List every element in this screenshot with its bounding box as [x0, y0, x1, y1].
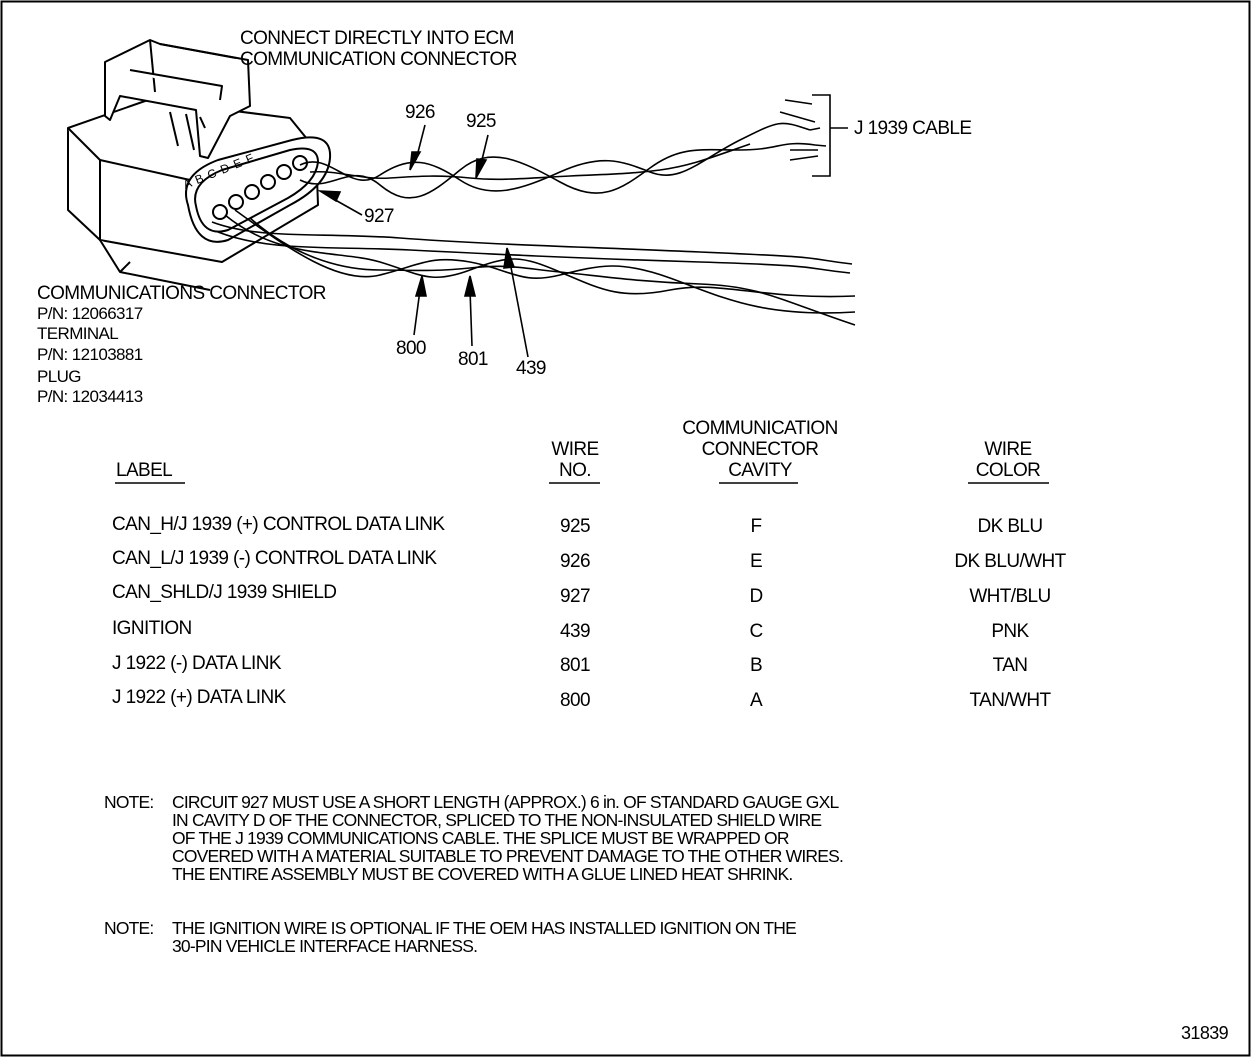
connector-illustration [67, 39, 332, 291]
cable-bracket [812, 94, 848, 177]
row-wire: 800 [560, 690, 591, 711]
header-cavity-line: CAVITY [728, 460, 792, 481]
connector-info-line: P/N: 12066317 [37, 304, 143, 323]
j1922-wires [211, 209, 856, 326]
row-label: CAN_H/J 1939 (+) CONTROL DATA LINK [112, 514, 445, 535]
note-line: THE ENTIRE ASSEMBLY MUST BE COVERED WITH… [172, 864, 793, 884]
callout-927: 927 [364, 206, 395, 227]
row-color: DK BLU/WHT [954, 551, 1066, 572]
callout-439: 439 [516, 358, 547, 379]
row-cavity: F [750, 516, 762, 537]
connector-info-line: P/N: 12034413 [37, 387, 143, 406]
connector-info-line: P/N: 12103881 [37, 345, 143, 364]
row-wire: 439 [560, 621, 591, 642]
header-line-1: CONNECT DIRECTLY INTO ECM [240, 28, 515, 49]
row-color: PNK [991, 621, 1029, 642]
note-line: CIRCUIT 927 MUST USE A SHORT LENGTH (APP… [172, 792, 839, 812]
header-label: LABEL [116, 460, 173, 481]
note-line: THE IGNITION WIRE IS OPTIONAL IF THE OEM… [172, 918, 797, 938]
header-color-line: COLOR [975, 460, 1041, 481]
note-label: NOTE: [104, 918, 154, 938]
row-color: DK BLU [977, 516, 1043, 537]
header-cavity-line: CONNECTOR [701, 439, 819, 460]
header-color-line: WIRE [984, 439, 1032, 460]
callout-801: 801 [458, 349, 489, 370]
row-cavity: C [749, 621, 763, 642]
row-wire: 801 [560, 655, 591, 676]
row-label: J 1922 (-) DATA LINK [112, 653, 282, 674]
figure-number: 31839 [1181, 1023, 1229, 1043]
header-line-2: COMMUNICATION CONNECTOR [240, 49, 517, 70]
row-wire: 927 [560, 586, 591, 607]
note-label: NOTE: [104, 792, 154, 812]
row-cavity: E [749, 551, 763, 572]
note-line: 30-PIN VEHICLE INTERFACE HARNESS. [172, 936, 478, 956]
row-cavity: D [749, 586, 763, 607]
row-cavity: B [749, 655, 763, 676]
header-wire-no-line: NO. [559, 460, 592, 481]
callout-arrows [316, 124, 529, 358]
connector-info-line: PLUG [37, 367, 82, 386]
row-label: CAN_L/J 1939 (-) CONTROL DATA LINK [112, 548, 437, 569]
note-line: OF THE J 1939 COMMUNICATIONS CABLE. THE … [172, 828, 790, 848]
row-wire: 925 [560, 516, 591, 537]
callout-925: 925 [466, 111, 497, 132]
connector-info-line: COMMUNICATIONS CONNECTOR [37, 283, 327, 304]
row-color: TAN/WHT [969, 690, 1052, 711]
header-cavity-line: COMMUNICATION [682, 418, 838, 439]
cable-label: J 1939 CABLE [854, 118, 972, 139]
header-wire-no-line: WIRE [551, 439, 599, 460]
note-line: IN CAVITY D OF THE CONNECTOR, SPLICED TO… [172, 810, 822, 830]
row-label: CAN_SHLD/J 1939 SHIELD [112, 582, 337, 603]
row-label: J 1922 (+) DATA LINK [112, 687, 286, 708]
callout-926: 926 [405, 102, 436, 123]
row-color: TAN [992, 655, 1028, 676]
row-wire: 926 [560, 551, 591, 572]
note-line: COVERED WITH A MATERIAL SUITABLE TO PREV… [172, 846, 844, 866]
row-label: IGNITION [112, 618, 192, 639]
row-cavity: A [749, 690, 763, 711]
row-color: WHT/BLU [969, 586, 1051, 607]
connector-info-line: TERMINAL [37, 324, 119, 343]
callout-800: 800 [396, 338, 427, 359]
j1939-twisted-cable [299, 99, 827, 199]
